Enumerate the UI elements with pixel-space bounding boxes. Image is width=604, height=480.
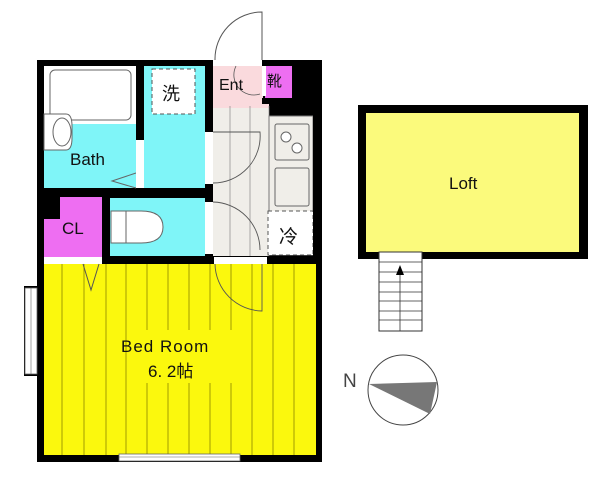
toilet-door (212, 201, 261, 251)
closet-label: CL (62, 219, 84, 238)
entrance-door (214, 11, 263, 61)
compass-icon (367, 354, 439, 426)
entrance-label: Ent (219, 77, 244, 94)
bathtub-inner (49, 69, 132, 121)
stairs-up-arrow-icon (396, 265, 404, 275)
bedroom-size: 6. 2帖 (148, 362, 194, 381)
bedroom-label: Bed Room (121, 337, 210, 356)
stove-icon (274, 123, 310, 161)
loft-stairs (378, 251, 423, 332)
shoe-storage-label: 靴 (267, 73, 283, 90)
window-bottom (118, 453, 241, 462)
compass-north-label: N (343, 371, 357, 392)
fridge-label: 冷 (279, 227, 299, 248)
closet-door (82, 263, 100, 292)
loft-label: Loft (449, 174, 478, 193)
laundry-door (212, 131, 261, 184)
entrance-area (213, 66, 263, 106)
shoe-storage (265, 66, 292, 98)
hallway (213, 106, 269, 256)
sink-icon (274, 167, 310, 207)
floor-boards (61, 264, 295, 455)
toilet-icon (110, 210, 164, 244)
washbasin-bowl (52, 117, 72, 147)
bath-door-icon (110, 172, 137, 189)
bedroom-door (214, 263, 263, 312)
bedroom (44, 264, 316, 455)
washer-space (151, 68, 196, 115)
laundry-label: 洗 (162, 84, 180, 104)
bath-label: Bath (70, 150, 105, 169)
